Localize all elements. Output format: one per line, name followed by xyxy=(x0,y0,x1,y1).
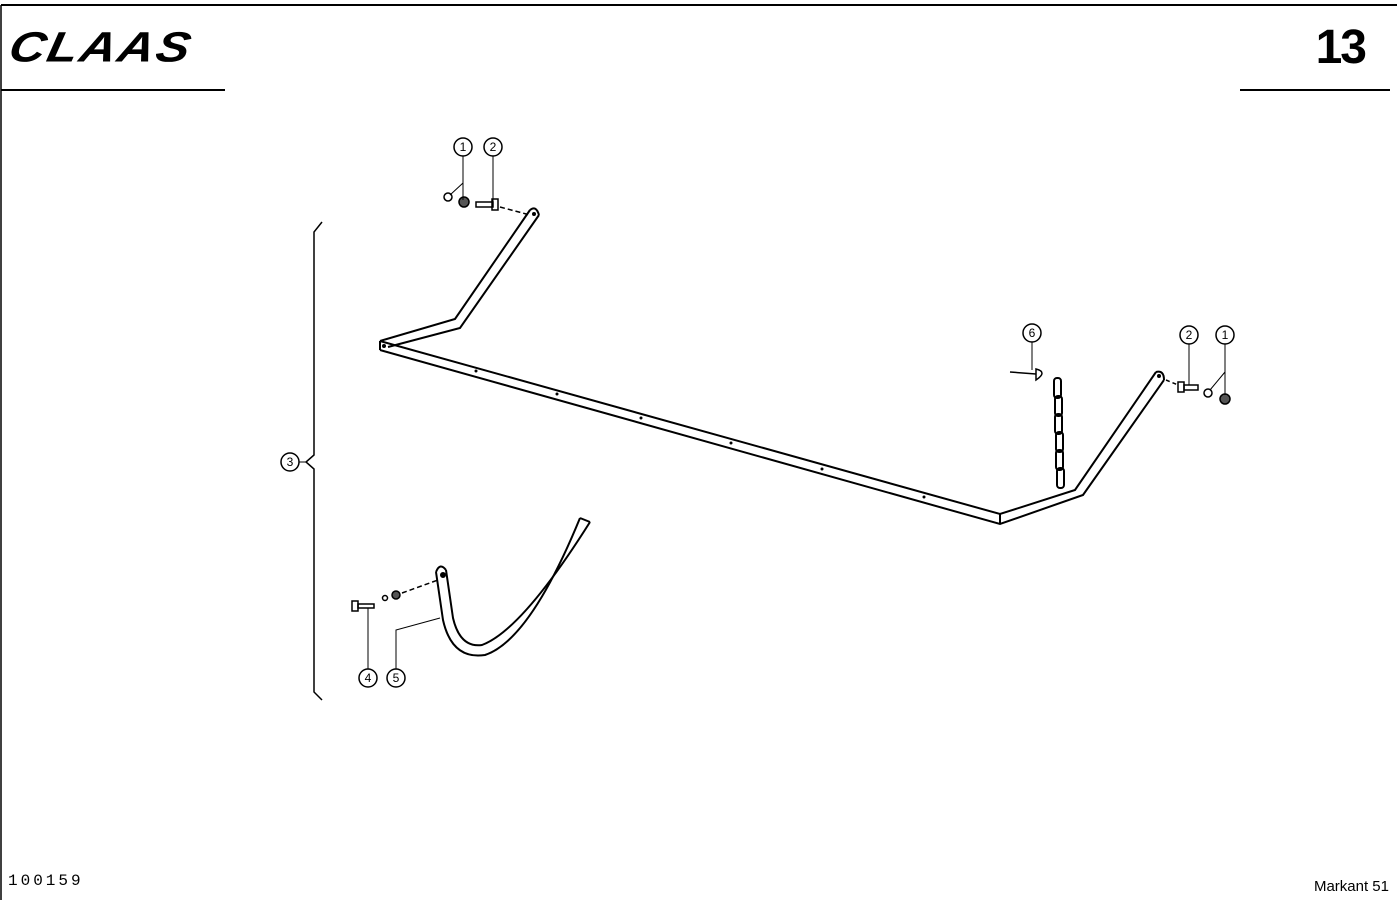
page-frame xyxy=(0,4,1397,900)
assembly-brace xyxy=(304,221,323,701)
right-fasteners xyxy=(1165,379,1231,405)
model-name: Markant 51 xyxy=(1313,878,1389,895)
callout-4-bolt: 4 xyxy=(358,668,378,688)
svg-text:4: 4 xyxy=(365,671,372,685)
page-number: 13 xyxy=(1315,21,1367,74)
callout-1-right: 1 xyxy=(1215,325,1235,345)
callout-6-chain: 6 xyxy=(1022,323,1042,343)
callout-3-assembly: 3 xyxy=(280,452,300,472)
callout-1-top-left: 1 xyxy=(453,137,473,157)
guard-bar xyxy=(379,207,1165,526)
bar-holes xyxy=(382,212,1161,499)
svg-text:1: 1 xyxy=(460,140,467,154)
callout-2-top-left: 2 xyxy=(483,137,503,157)
top-left-fasteners xyxy=(443,192,531,216)
svg-text:2: 2 xyxy=(490,140,497,154)
split-pin xyxy=(1009,368,1043,382)
svg-text:6: 6 xyxy=(1029,326,1036,340)
chain xyxy=(1053,377,1065,489)
document-number: 100159 xyxy=(8,872,84,890)
spring-tine xyxy=(435,517,591,657)
svg-text:5: 5 xyxy=(393,671,400,685)
leader-lines xyxy=(299,156,1226,669)
tine-fasteners xyxy=(351,579,439,612)
callout-5-tine: 5 xyxy=(386,668,406,688)
svg-text:3: 3 xyxy=(287,455,294,469)
callout-2-right: 2 xyxy=(1179,325,1199,345)
svg-text:2: 2 xyxy=(1186,328,1193,342)
svg-text:1: 1 xyxy=(1222,328,1229,342)
